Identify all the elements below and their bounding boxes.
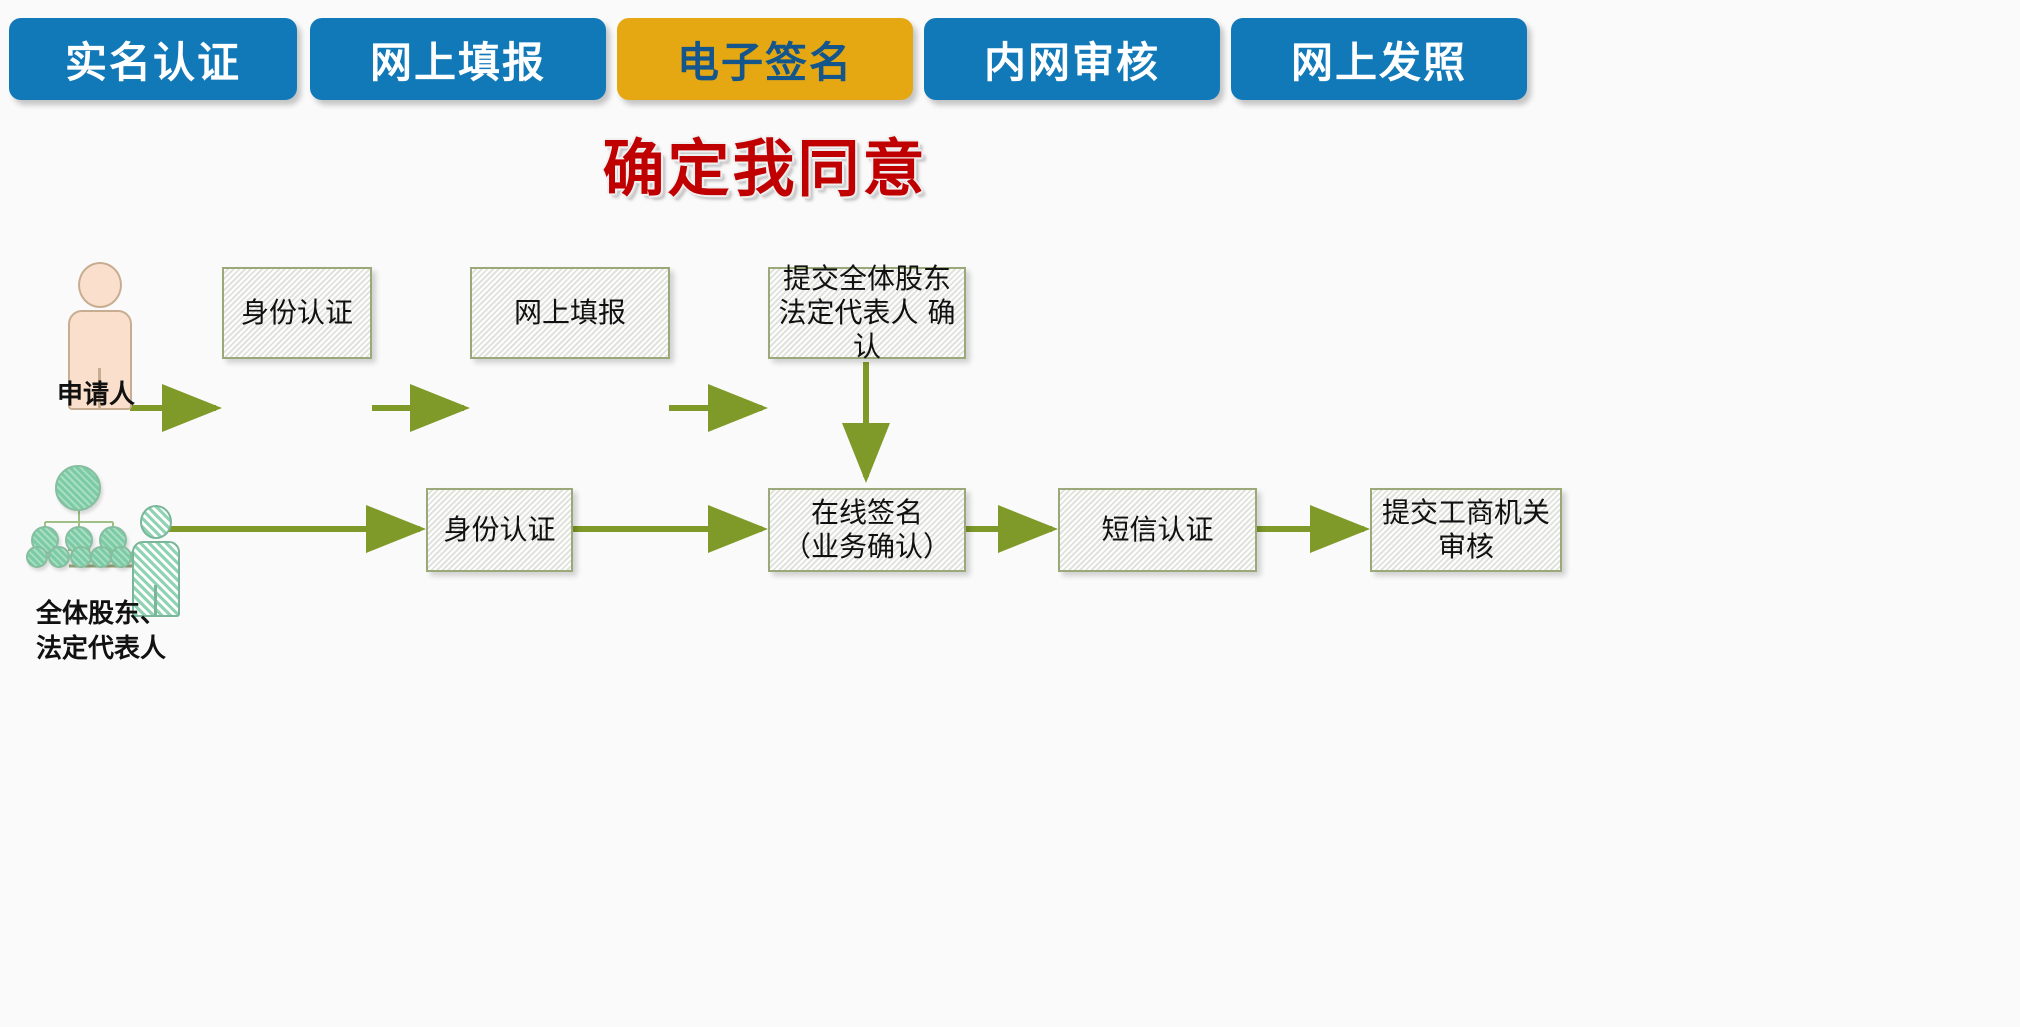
flow-node-n3[interactable]: 提交全体股东 法定代表人 确认 bbox=[768, 262, 966, 363]
tab-label: 网上填报 bbox=[369, 37, 546, 87]
tab-网上发照[interactable]: 网上发照 bbox=[1231, 18, 1527, 100]
tab-label: 网上发照 bbox=[1290, 37, 1467, 87]
flow-node-n1[interactable]: 身份认证 bbox=[222, 267, 372, 359]
person-icon bbox=[132, 505, 180, 617]
tab-网上填报[interactable]: 网上填报 bbox=[310, 18, 606, 100]
org-node-leaf bbox=[90, 546, 112, 568]
org-node-leaf bbox=[26, 546, 48, 568]
tab-实名认证[interactable]: 实名认证 bbox=[9, 18, 297, 100]
flow-node-n5[interactable]: 在线签名 （业务确认） bbox=[768, 488, 966, 572]
page-title: 确定我同意 bbox=[0, 118, 1530, 208]
flow-node-label: 在线签名 （业务确认） bbox=[782, 495, 951, 563]
person-head-icon bbox=[78, 262, 122, 308]
page-title-text: 确定我同意 bbox=[602, 132, 928, 205]
org-node-leaf bbox=[110, 546, 132, 568]
flow-node-n7[interactable]: 提交工商机关 审核 bbox=[1370, 488, 1562, 572]
flow-node-label: 身份认证 bbox=[443, 512, 556, 546]
org-node-root bbox=[55, 465, 101, 511]
person-leg-gap bbox=[154, 585, 157, 617]
flow-node-label: 短信认证 bbox=[1101, 512, 1214, 546]
actor-label-applicant: 申请人 bbox=[57, 380, 136, 410]
process-step-tabbar: 实名认证 网上填报 电子签名 内网审核 网上发照 bbox=[0, 0, 2020, 112]
person-leg-gap bbox=[98, 368, 101, 410]
flow-node-label: 提交工商机关 审核 bbox=[1381, 495, 1550, 563]
flow-node-label: 网上填报 bbox=[513, 295, 626, 329]
tab-内网审核[interactable]: 内网审核 bbox=[924, 18, 1220, 100]
flow-node-label: 提交全体股东 法定代表人 确认 bbox=[778, 261, 956, 364]
flow-node-n4[interactable]: 身份认证 bbox=[426, 488, 573, 572]
tab-label: 实名认证 bbox=[64, 37, 241, 87]
tab-label: 内网审核 bbox=[983, 37, 1160, 87]
actor-label-shareholders: 全体股东、 法定代表人 bbox=[36, 599, 167, 665]
tab-电子签名[interactable]: 电子签名 bbox=[617, 18, 913, 100]
flow-node-n2[interactable]: 网上填报 bbox=[470, 267, 670, 359]
flow-node-n6[interactable]: 短信认证 bbox=[1058, 488, 1257, 572]
org-node-leaf bbox=[48, 546, 70, 568]
org-node-leaf bbox=[70, 546, 92, 568]
tab-label: 电子签名 bbox=[676, 37, 853, 87]
flow-node-label: 身份认证 bbox=[240, 295, 353, 329]
person-icon bbox=[68, 262, 132, 410]
org-tree-icon bbox=[26, 464, 152, 568]
person-head-icon bbox=[140, 505, 172, 539]
